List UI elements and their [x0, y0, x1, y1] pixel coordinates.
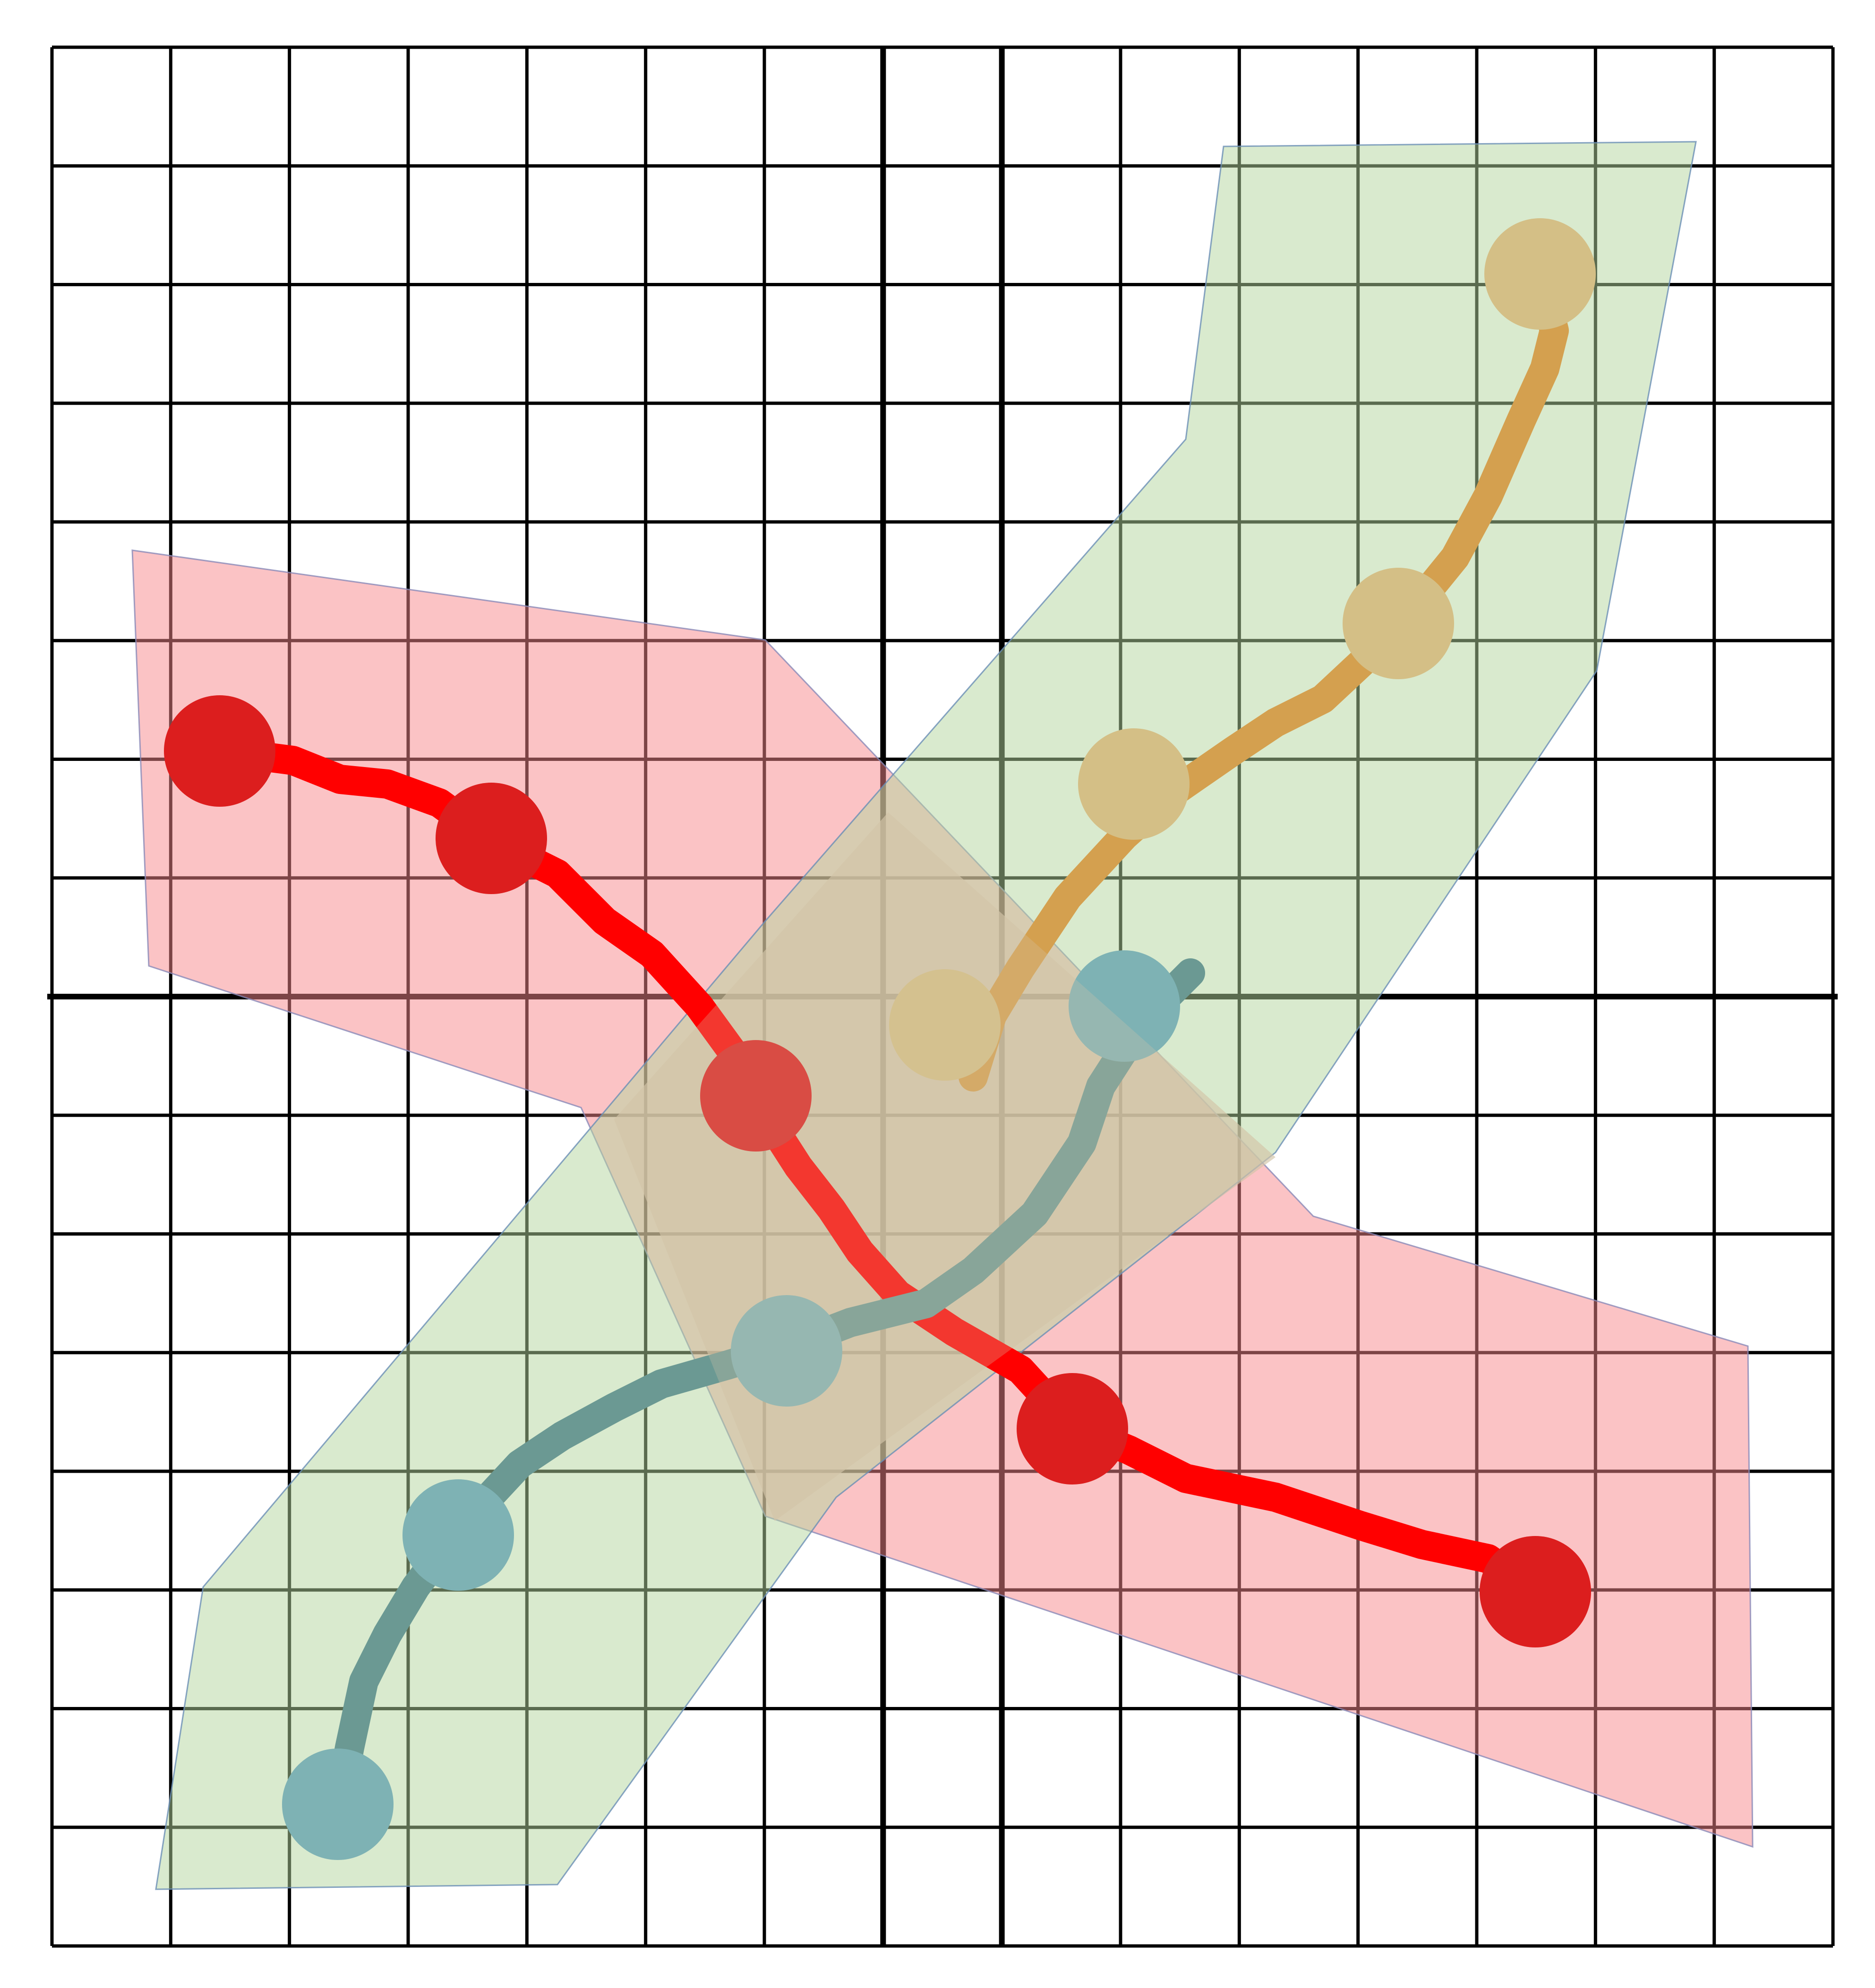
red-path-node	[1017, 1373, 1128, 1485]
red-path-node	[1480, 1536, 1591, 1647]
teal-path-line	[325, 958, 1205, 1814]
teal-path-node	[282, 1749, 394, 1860]
orange-path-node	[1078, 728, 1190, 840]
orange-path-line	[959, 259, 1569, 1092]
teal-path-node	[731, 1295, 842, 1407]
red-path-node	[700, 1040, 812, 1152]
teal-path-node	[1069, 950, 1180, 1062]
red-path-node	[164, 695, 275, 807]
orange-path-node	[889, 969, 1001, 1081]
overlap-tint	[614, 812, 1276, 1521]
red-path-node	[436, 783, 547, 894]
orange-path-node	[1484, 218, 1596, 330]
orange-path-node	[1343, 568, 1454, 679]
path-nodes	[164, 218, 1596, 1860]
teal-path-node	[402, 1479, 514, 1591]
